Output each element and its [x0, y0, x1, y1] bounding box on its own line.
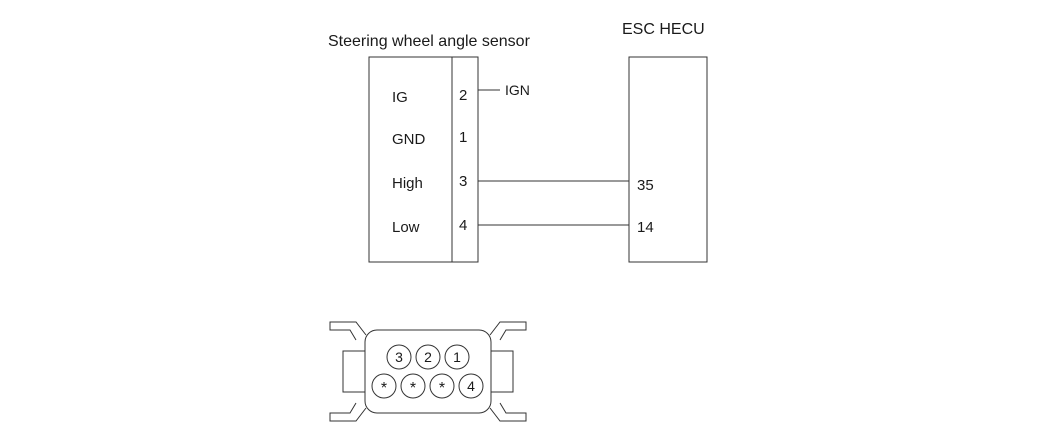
connector-cavity-2: [415, 344, 441, 370]
connector-tab-top-left: [329, 321, 367, 341]
connector-label-empty-b: *: [410, 380, 416, 397]
ign-label: IGN: [505, 82, 530, 98]
ecu-pin-35: 35: [637, 177, 654, 194]
connector-label-2: 2: [424, 349, 432, 365]
sensor-pin-2: 2: [459, 87, 467, 104]
ecu-title: ESC HECU: [622, 21, 705, 38]
connector-label-3: 3: [395, 349, 403, 365]
connector-tab-top-right: [489, 321, 527, 341]
connector-cavity-empty-c: [429, 373, 455, 399]
connector-face-view: 3 2 1 * * * 4: [329, 321, 527, 422]
connector-right-latch: [490, 350, 514, 393]
connector-cavity-empty-b: [400, 373, 426, 399]
connector-housing: [364, 329, 492, 414]
connector-tab-bottom-left: [329, 402, 367, 422]
sensor-pin-4: 4: [459, 217, 467, 234]
signal-low: Low: [392, 219, 420, 236]
connector-cavity-3: [386, 344, 412, 370]
sensor-title: Steering wheel angle sensor: [328, 33, 531, 50]
connector-cavity-empty-a: [371, 373, 397, 399]
connector-label-empty-a: *: [381, 380, 387, 397]
connector-label-4: 4: [467, 378, 475, 394]
signal-ig: IG: [392, 89, 408, 106]
connector-cavity-4: [458, 373, 484, 399]
connector-label-empty-c: *: [439, 380, 445, 397]
signal-gnd: GND: [392, 131, 426, 148]
sensor-pin-3: 3: [459, 173, 467, 190]
connector-tab-bottom-right: [489, 402, 527, 422]
ecu-pin-14: 14: [637, 219, 654, 236]
connector-label-1: 1: [453, 349, 461, 365]
sensor-pin-1: 1: [459, 129, 467, 146]
connector-cavity-1: [444, 344, 470, 370]
connector-left-latch: [342, 350, 366, 393]
ecu-box: [628, 56, 708, 263]
signal-high: High: [392, 175, 423, 192]
sensor-box: [368, 56, 479, 263]
